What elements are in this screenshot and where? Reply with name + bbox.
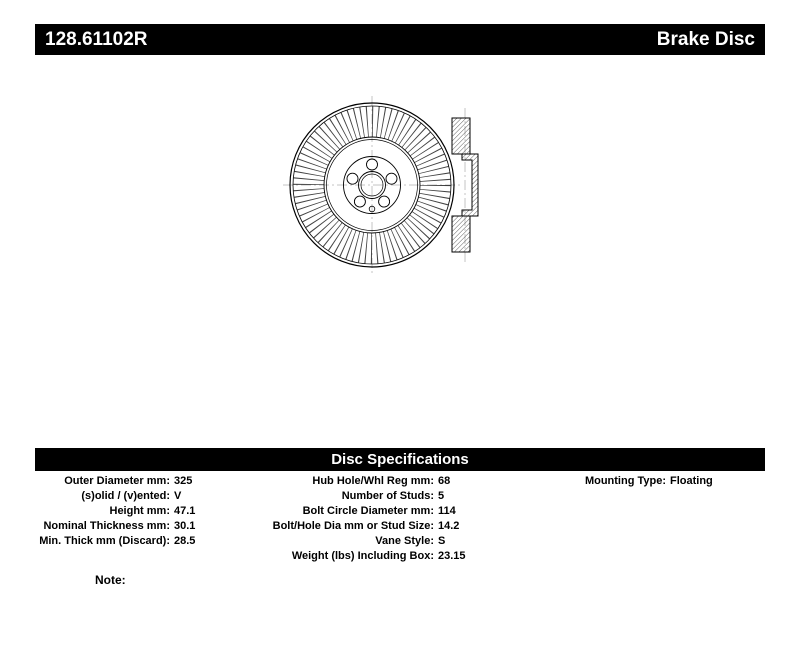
spec-label: (s)olid / (v)ented:	[81, 490, 170, 502]
spec-label: Nominal Thickness mm:	[43, 520, 170, 532]
spec-row-number-of-studs: Number of Studs: 5	[248, 489, 508, 504]
friction-inner-circle	[323, 136, 421, 234]
spec-row-hub-hole: Hub Hole/Whl Reg mm: 68	[248, 474, 508, 489]
specs-title: Disc Specifications	[331, 451, 469, 468]
friction-inner-circle-2	[326, 139, 418, 231]
spec-value: 5	[438, 490, 445, 502]
section-hat	[461, 153, 479, 217]
disc-side-view	[451, 117, 479, 253]
spec-value: 28.5	[174, 535, 196, 547]
center-hole-outer	[358, 171, 386, 199]
outer-rim-circle	[289, 102, 455, 268]
header-bar: 128.61102R Brake Disc	[35, 24, 765, 55]
centerlines	[283, 96, 466, 274]
stud-hole	[385, 172, 398, 185]
hub-circle	[343, 156, 401, 214]
spec-value: 68	[438, 475, 451, 487]
stud-holes	[346, 158, 398, 208]
spec-value: S	[438, 535, 446, 547]
spec-label: Mounting Type:	[584, 475, 666, 487]
stud-hole	[366, 158, 378, 171]
vane-hatch-ring	[293, 106, 451, 264]
spec-column-left: Outer Diameter mm: 325 (s)olid / (v)ente…	[30, 474, 245, 549]
spec-row-mounting-type: Mounting Type: Floating	[548, 474, 768, 489]
spec-value: 30.1	[174, 520, 196, 532]
spec-row-solid-vented: (s)olid / (v)ented: V	[30, 489, 245, 504]
section-bottom-plate	[451, 215, 471, 253]
disc-front-view	[289, 102, 455, 268]
spec-label: Height mm:	[109, 505, 171, 517]
outer-rim-inner-circle	[292, 105, 452, 265]
spec-label: Hub Hole/Whl Reg mm:	[312, 475, 434, 487]
spec-row-min-thickness: Min. Thick mm (Discard): 28.5	[30, 534, 245, 549]
spec-value: 23.15	[438, 550, 466, 562]
part-number: 128.61102R	[45, 28, 148, 50]
spec-row-vane-style: Vane Style: S	[248, 534, 508, 549]
spec-column-middle: Hub Hole/Whl Reg mm: 68 Number of Studs:…	[248, 474, 508, 564]
spec-column-right: Mounting Type: Floating	[548, 474, 768, 489]
spec-row-height: Height mm: 47.1	[30, 504, 245, 519]
spec-row-bolt-circle-diameter: Bolt Circle Diameter mm: 114	[248, 504, 508, 519]
spec-row-nominal-thickness: Nominal Thickness mm: 30.1	[30, 519, 245, 534]
spec-value: V	[174, 490, 182, 502]
spec-row-outer-diameter: Outer Diameter mm: 325	[30, 474, 245, 489]
spec-label: Number of Studs:	[341, 490, 434, 502]
set-screw-hole	[368, 205, 376, 213]
spec-row-bolt-hole-dia: Bolt/Hole Dia mm or Stud Size: 14.2	[248, 519, 508, 534]
spec-label: Min. Thick mm (Discard):	[39, 535, 170, 547]
spec-value: Floating	[670, 475, 713, 487]
center-hole-inner	[360, 173, 384, 197]
spec-value: 47.1	[174, 505, 196, 517]
spec-row-weight: Weight (lbs) Including Box: 23.15	[248, 549, 508, 564]
stud-hole	[346, 172, 359, 185]
product-title: Brake Disc	[656, 28, 755, 50]
spec-label: Bolt Circle Diameter mm:	[302, 505, 434, 517]
section-top-plate	[451, 117, 471, 155]
spec-value: 325	[174, 475, 193, 487]
note-label: Note:	[95, 573, 126, 587]
spec-label: Vane Style:	[375, 535, 434, 547]
spec-label: Weight (lbs) Including Box:	[291, 550, 434, 562]
spec-value: 114	[438, 505, 456, 517]
specs-section-header: Disc Specifications	[35, 448, 765, 471]
spec-label: Outer Diameter mm:	[64, 475, 170, 487]
spec-label: Bolt/Hole Dia mm or Stud Size:	[272, 520, 434, 532]
spec-value: 14.2	[438, 520, 460, 532]
stud-hole	[378, 195, 391, 208]
stud-hole	[353, 195, 366, 208]
